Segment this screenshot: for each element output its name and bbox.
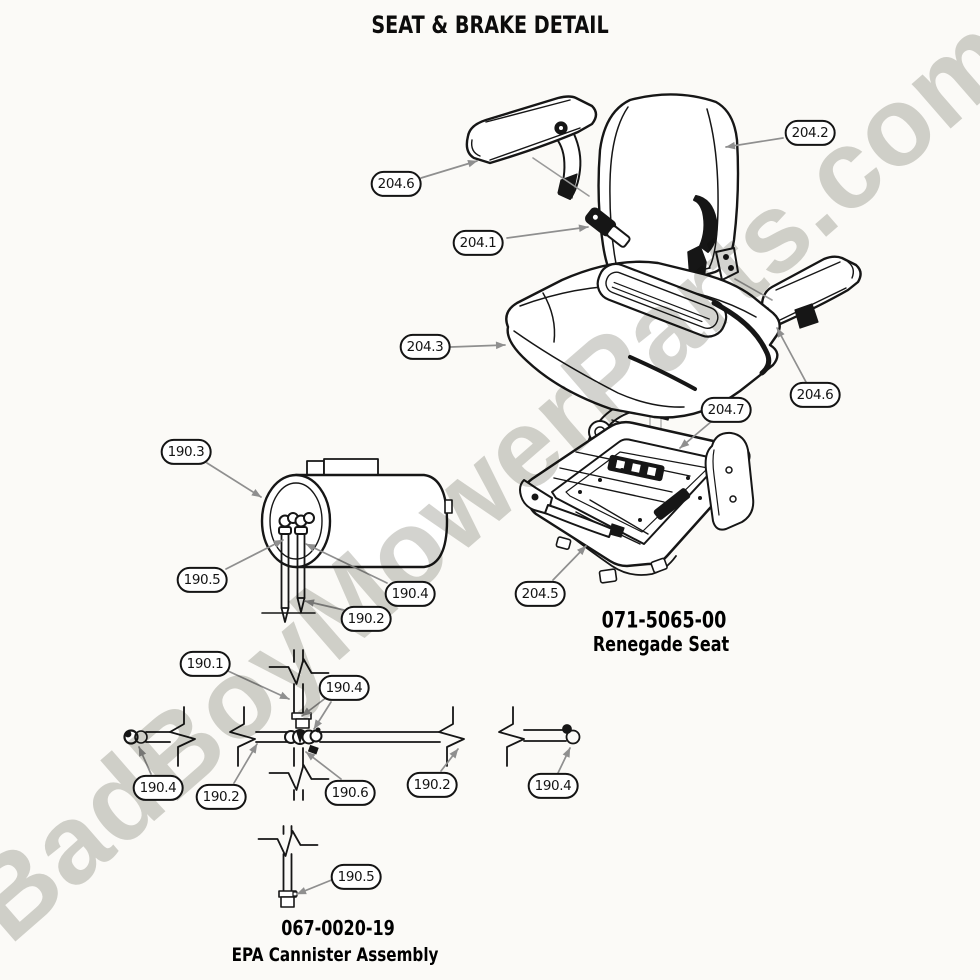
callout-190.6-washers: 190.6 [324,779,376,807]
callout-204.1-belt-latch: 204.1 [452,229,504,257]
callout-204.7-base-rail: 204.7 [700,396,752,424]
seat-cushion-drawing [505,260,781,419]
seat-belt-latch-drawing [585,207,631,248]
callout-190.2-tube: 190.2 [340,605,392,633]
callout-190.1-bracket: 190.1 [179,650,231,678]
seat-part-name: Renegade Seat [592,632,730,656]
brake-rod-drawing [123,649,581,801]
page-title: SEAT & BRAKE DETAIL [371,11,609,39]
callout-190.4-clamp: 190.4 [384,580,436,608]
callout-204.6-right-armrest: 204.6 [789,381,841,409]
callout-204.2-backrest: 204.2 [784,119,836,147]
callout-204.3-cushion: 204.3 [399,333,451,361]
seat-base-drawing [519,420,755,584]
leader-lines [138,137,807,895]
callout-190.2-rod-left: 190.2 [195,783,247,811]
callout-190.2-rod-right: 190.2 [406,771,458,799]
callout-190.5-tube-fitting: 190.5 [330,863,382,891]
canister-part-name: EPA Cannister Assembly [231,944,439,966]
canister-part-number: 067-0020-19 [281,916,395,940]
callout-190.5-clamp: 190.5 [176,566,228,594]
callout-190.3-canister: 190.3 [160,438,212,466]
callout-190.4-clip: 190.4 [527,772,579,800]
callout-190.4-collar: 190.4 [318,674,370,702]
epa-canister-drawing [260,458,453,623]
canister-lower-tube-drawing [257,825,319,908]
callout-190.4-rod-end: 190.4 [132,774,184,802]
seat-part-number: 071-5065-00 [601,608,727,634]
placement-lines [532,157,773,301]
left-armrest-drawing [465,95,598,200]
callout-204.5-base: 204.5 [514,580,566,608]
callout-204.6-left-armrest: 204.6 [370,170,422,198]
